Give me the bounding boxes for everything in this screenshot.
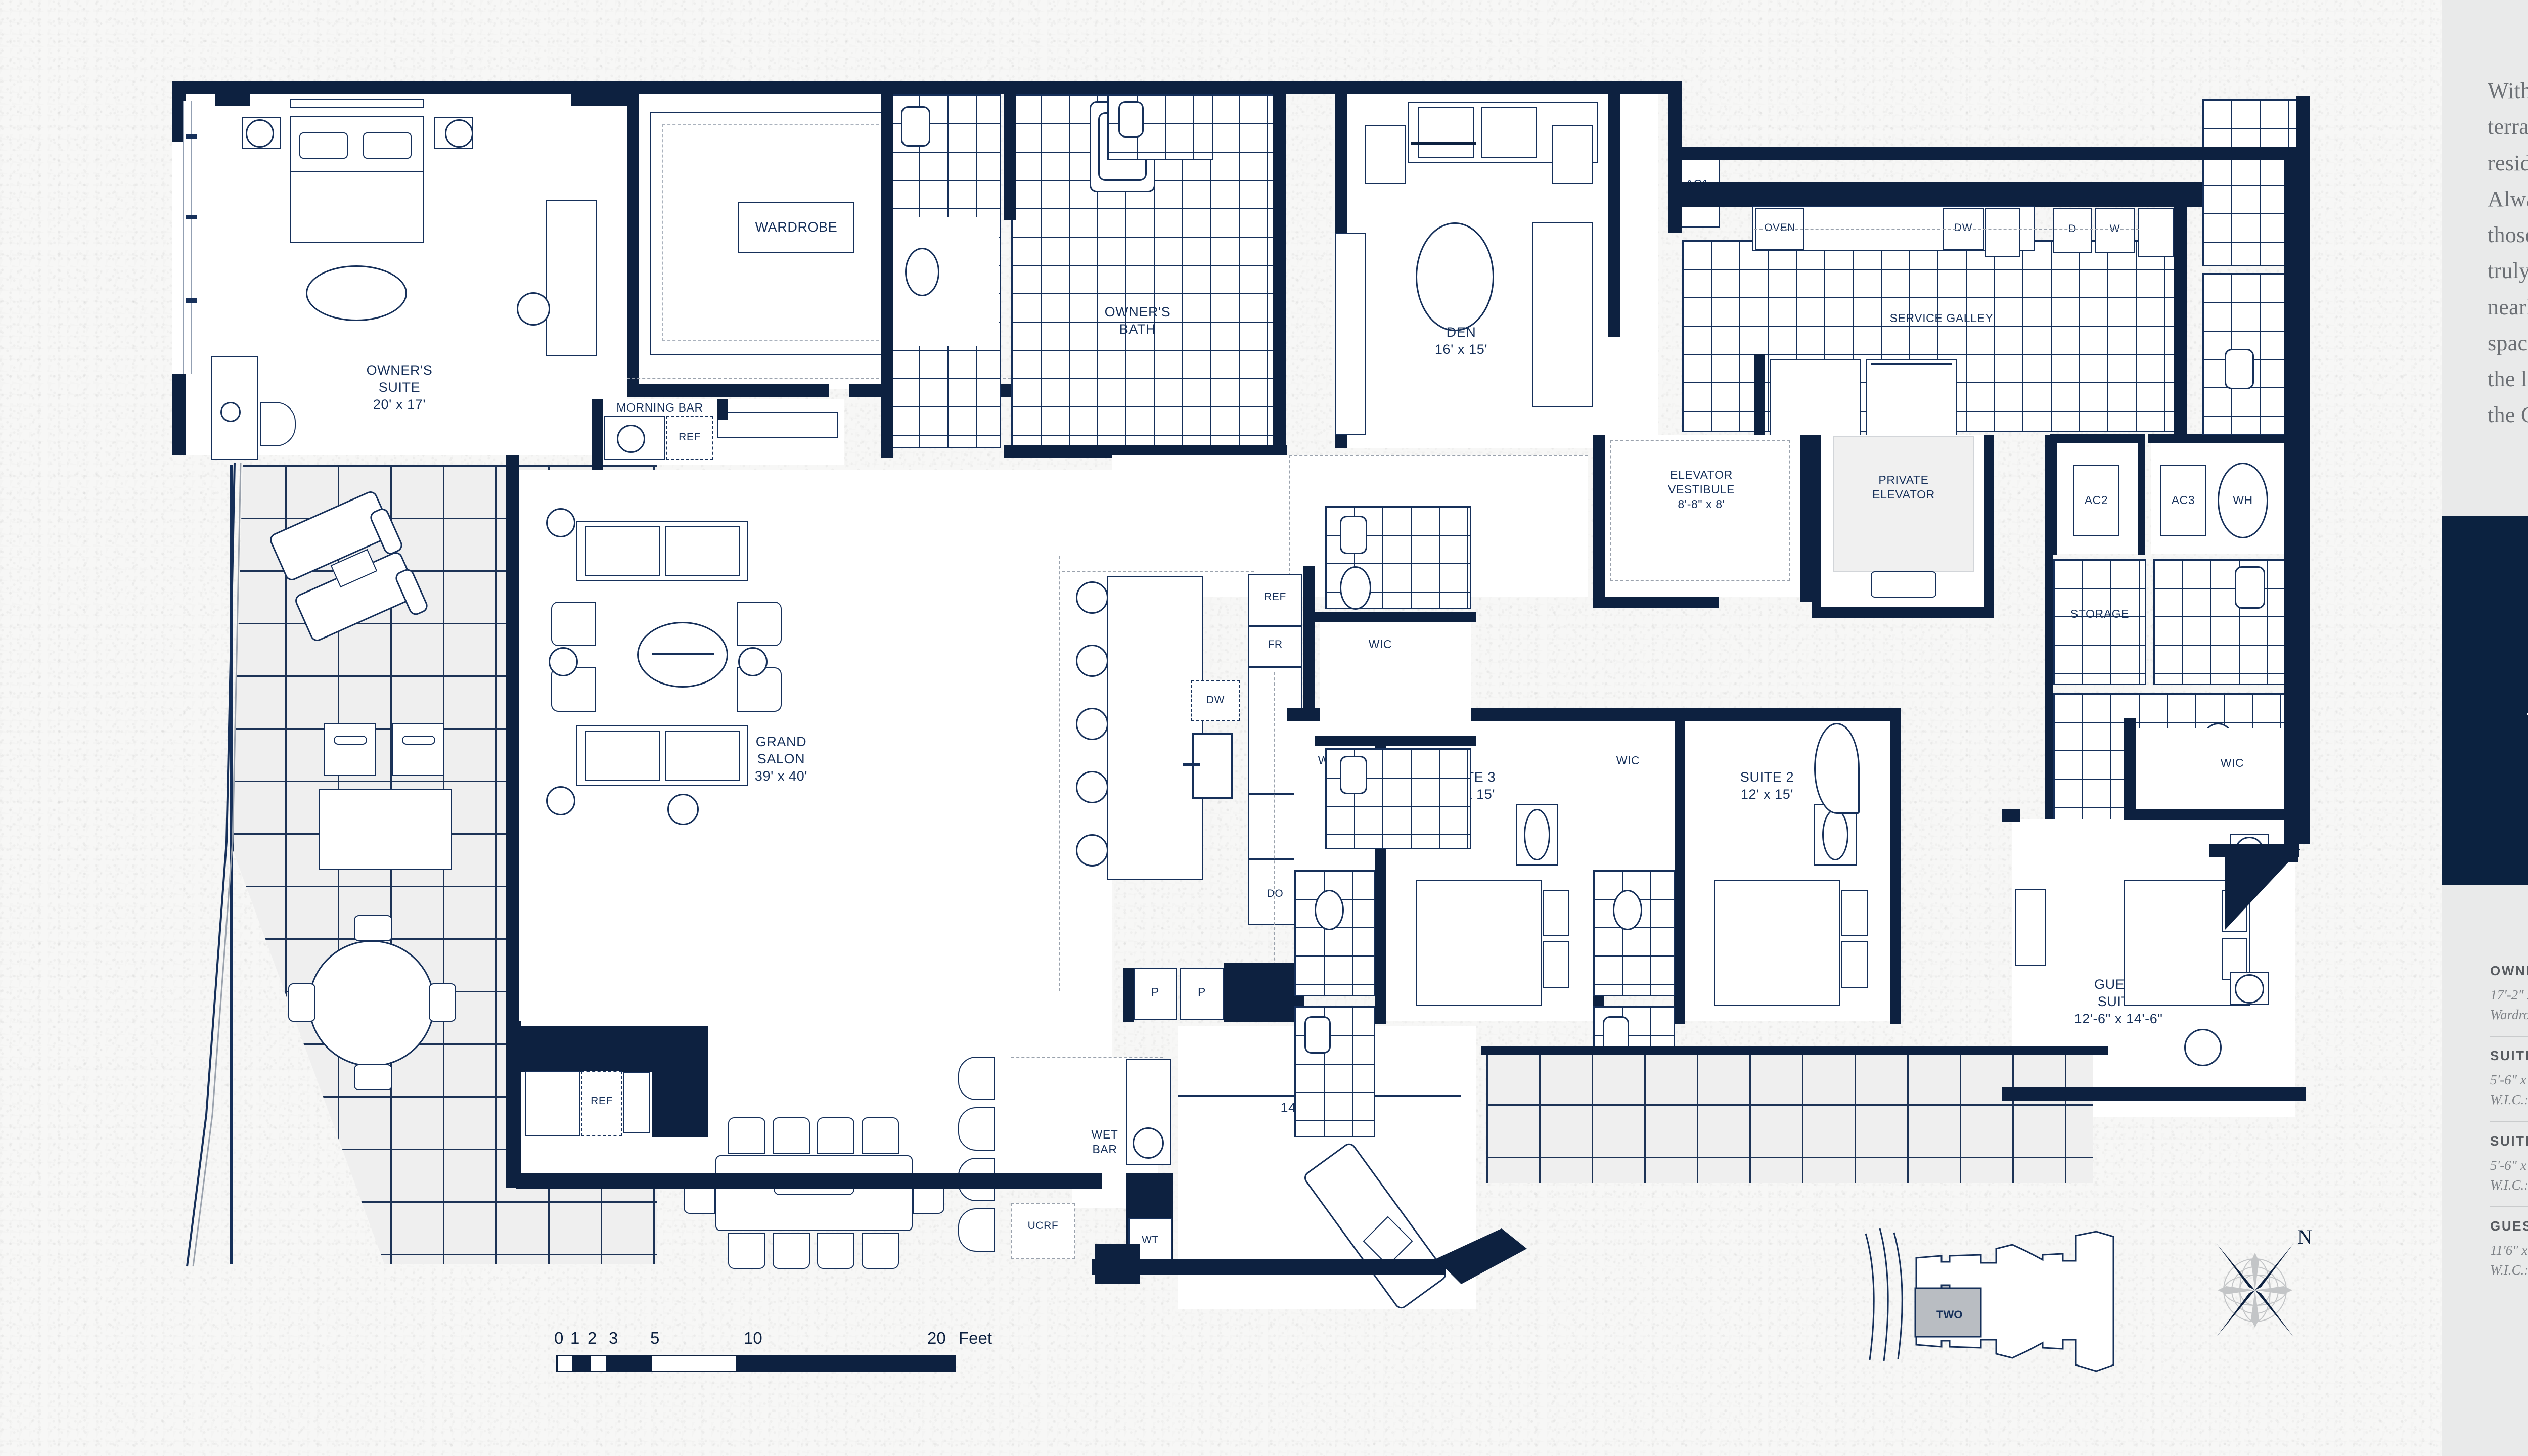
residence-terraces: Terraces: 748 sq.ft. [2442,816,2528,849]
suite2-wic-label: WIC [1616,754,1640,767]
specifications: OWNER'S BATH: 17'-2" x 16'-8" Wardrobe: … [2490,963,2528,1302]
oven-label: OVEN [1764,222,1795,234]
service-galley-label: SERVICE GALLEY [1889,311,1994,325]
ac3-label: AC3 [2171,493,2195,507]
pantry-p1-label: P [1151,985,1159,998]
fr-label: FR [1268,639,1283,650]
title-divider [2527,713,2528,715]
spec-value: W.I.C.: 5'-6" x 5' [2490,1092,2528,1108]
wet-bar-label: WET BAR [1091,1128,1118,1156]
spec-value: W.I.C.: 6'-10" x 6'-0" [2490,1262,2528,1278]
residence-title: RESIDENCE TWO [2442,642,2528,670]
floor-plan-drawing: OWNER'S SUITE 20' x 17' WARDROBE [172,81,2331,1378]
guest-suite-label: GUEST SUITE 12'-6" x 14'-6" [2074,977,2163,1027]
morning-bar-ref-label: REF [679,431,701,443]
spec-value: W.I.C.: 5'-6" x 5' [2490,1177,2528,1193]
spec-group: SUITE 2 BATH: 5'-6" x 10'-6" W.I.C.: 5'-… [2490,1048,2528,1122]
guest-wic-label: WIC [2220,756,2244,769]
kitchen-ref-label: REF [1264,591,1286,603]
spec-heading: SUITE 2 BATH: [2490,1048,2528,1064]
ac2-label: AC2 [2084,493,2108,507]
storage-label: STORAGE [2070,607,2130,620]
key-plan-label: TWO [1936,1308,1962,1321]
kitchen-dw-label: DW [1206,694,1225,706]
morning-bar-label: MORNING BAR [616,401,703,414]
wh-label: WH [2233,493,2253,507]
compass-rose: N [2189,1213,2331,1355]
scale-unit: Feet [959,1329,992,1347]
scale-tick-2: 2 [588,1329,597,1347]
wardrobe-label: WARDROBE [755,219,838,235]
scale-tick-1: 1 [570,1329,580,1347]
spec-value: 17'-2" x 16'-8" [2490,987,2528,1003]
spec-value: 11'6" x 14'8" [2490,1242,2528,1258]
galley-dw-label: DW [1954,222,1973,234]
spec-group: GUEST BATH: 11'6" x 14'8" W.I.C.: 6'-10"… [2490,1218,2528,1291]
pantry-p2-label: P [1198,985,1206,998]
residence-config: 4BR / 4.5 BATH + DEN [2442,743,2528,772]
ucrf-label: UCRF [1027,1220,1059,1232]
grand-salon-label: GRAND SALON 39' x 40' [754,734,808,784]
elevator-vestibule-label: ELEVATOR VESTIBULE 8'-8" x 8' [1668,468,1735,511]
scale-tick-20: 20 [927,1329,946,1347]
spec-value: 5'-6" x 10'-6" [2490,1072,2528,1088]
spec-value: Wardrobe: 19'-8" x 11'-8" [2490,1007,2528,1023]
private-elevator-label: PRIVATE ELEVATOR [1872,473,1935,501]
residence-summary-card: RESIDENCE TWO 4BR / 4.5 BATH + DEN Inter… [2442,516,2528,885]
spec-group: SUITE 3 BATH: 5'-6" x 9'-6" W.I.C.: 5'-6… [2490,1133,2528,1207]
wt-label: WT [1142,1234,1159,1246]
owners-suite-label: OWNER'S SUITE 20' x 17' [366,362,433,413]
scale-tick-5: 5 [650,1329,660,1347]
spec-heading: OWNER'S BATH: [2490,963,2528,978]
scale-tick-0: 0 [554,1329,564,1347]
key-plan: TWO [1861,1213,2215,1378]
bar-ref-label: REF [591,1095,613,1107]
scale-tick-10: 10 [744,1329,762,1347]
scale-tick-3: 3 [609,1329,618,1347]
residence-total: Total Living Area: 5,690 sq.ft. [2442,849,2528,882]
spec-value: 5'-6" x 9'-6" [2490,1157,2528,1173]
compass-north-label: N [2297,1225,2312,1248]
scale-bar [556,1355,956,1372]
scale-tick-labels: 0 1 2 3 5 10 20 Feet [554,1329,999,1349]
intro-paragraph: With walls of glass leading to expansive… [2488,78,2528,428]
specs-left-column: OWNER'S BATH: 17'-2" x 16'-8" Wardrobe: … [2490,963,2528,1302]
owners-bath-label: OWNER'S BATH [1104,304,1171,337]
salon-wic-label: WIC [1368,638,1392,651]
spec-heading: GUEST BATH: [2490,1218,2528,1234]
spec-heading: SUITE 3 BATH: [2490,1133,2528,1149]
spec-group: OWNER'S BATH: 17'-2" x 16'-8" Wardrobe: … [2490,963,2528,1037]
residence-interior: Interior: 4,942 sq.ft. [2442,783,2528,816]
